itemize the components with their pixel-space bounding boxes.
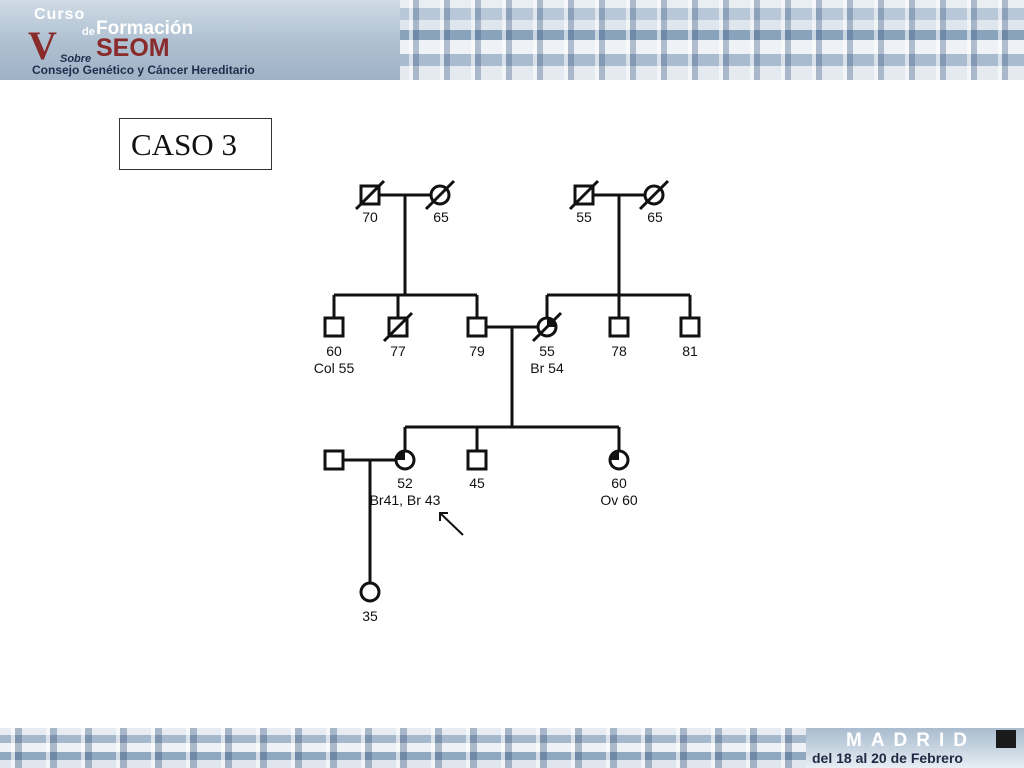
uncle2-label: 77 xyxy=(390,343,406,359)
pat-grandmother-label: 65 xyxy=(433,209,449,225)
logo-subtitle-text: Consejo Genético y Cáncer Hereditario xyxy=(32,63,255,77)
header-banner: V Curso de Formación SEOM Sobre Consejo … xyxy=(0,0,1024,80)
slide-title: CASO 3 xyxy=(131,127,237,162)
daughter-symbol xyxy=(359,581,381,603)
proband-note: Br41, Br 43 xyxy=(370,492,441,508)
sister-label: 60 xyxy=(611,475,627,491)
pat-grandmother-symbol xyxy=(424,179,456,211)
proband-label: 52 xyxy=(397,475,413,491)
mother-symbol xyxy=(531,311,563,343)
uncle2-symbol xyxy=(382,311,414,343)
brother-label: 45 xyxy=(469,475,485,491)
proband-symbol xyxy=(394,449,416,471)
mat-grandmother-symbol xyxy=(638,179,670,211)
mat-uncle2-label: 81 xyxy=(682,343,698,359)
proband-spouse-symbol xyxy=(323,449,345,471)
footer-black-block xyxy=(996,730,1016,748)
father-label: 79 xyxy=(469,343,485,359)
sister-symbol xyxy=(608,449,630,471)
logo-v-mark-icon: V xyxy=(28,23,57,68)
proband-arrow-icon xyxy=(439,512,464,536)
mother-label: 55 xyxy=(539,343,555,359)
header-stripes xyxy=(400,0,1024,80)
mat-grandfather-label: 55 xyxy=(576,209,592,225)
brother-symbol xyxy=(466,449,488,471)
title-box: CASO 3 xyxy=(119,118,272,170)
mat-uncle2-symbol xyxy=(679,316,701,338)
logo-formacion-text: Formación xyxy=(96,18,194,39)
pat-grandfather-label: 70 xyxy=(362,209,378,225)
footer-banner: MADRID del 18 al 20 de Febrero xyxy=(0,728,1024,768)
course-logo: V Curso de Formación SEOM Sobre Consejo … xyxy=(0,0,400,80)
uncle1-label: 60 xyxy=(326,343,342,359)
logo-curso-text: Curso xyxy=(34,6,86,23)
pat-grandfather-symbol xyxy=(354,179,386,211)
father-symbol xyxy=(466,316,488,338)
logo-sobre-text: Sobre xyxy=(60,53,92,65)
mother-note: Br 54 xyxy=(530,360,564,376)
mat-grandfather-symbol xyxy=(568,179,600,211)
mat-uncle1-label: 78 xyxy=(611,343,627,359)
daughter-label: 35 xyxy=(362,608,378,624)
mat-grandmother-label: 65 xyxy=(647,209,663,225)
footer-city: MADRID xyxy=(846,730,976,751)
uncle1-symbol xyxy=(323,316,345,338)
uncle1-note: Col 55 xyxy=(314,360,355,376)
mat-uncle1-symbol xyxy=(608,316,630,338)
logo-seom-text: SEOM xyxy=(96,34,170,62)
sister-note: Ov 60 xyxy=(600,492,638,508)
footer-location-box xyxy=(806,728,1024,768)
footer-dates: del 18 al 20 de Febrero xyxy=(812,750,963,766)
logo-de-text: de xyxy=(82,26,95,38)
